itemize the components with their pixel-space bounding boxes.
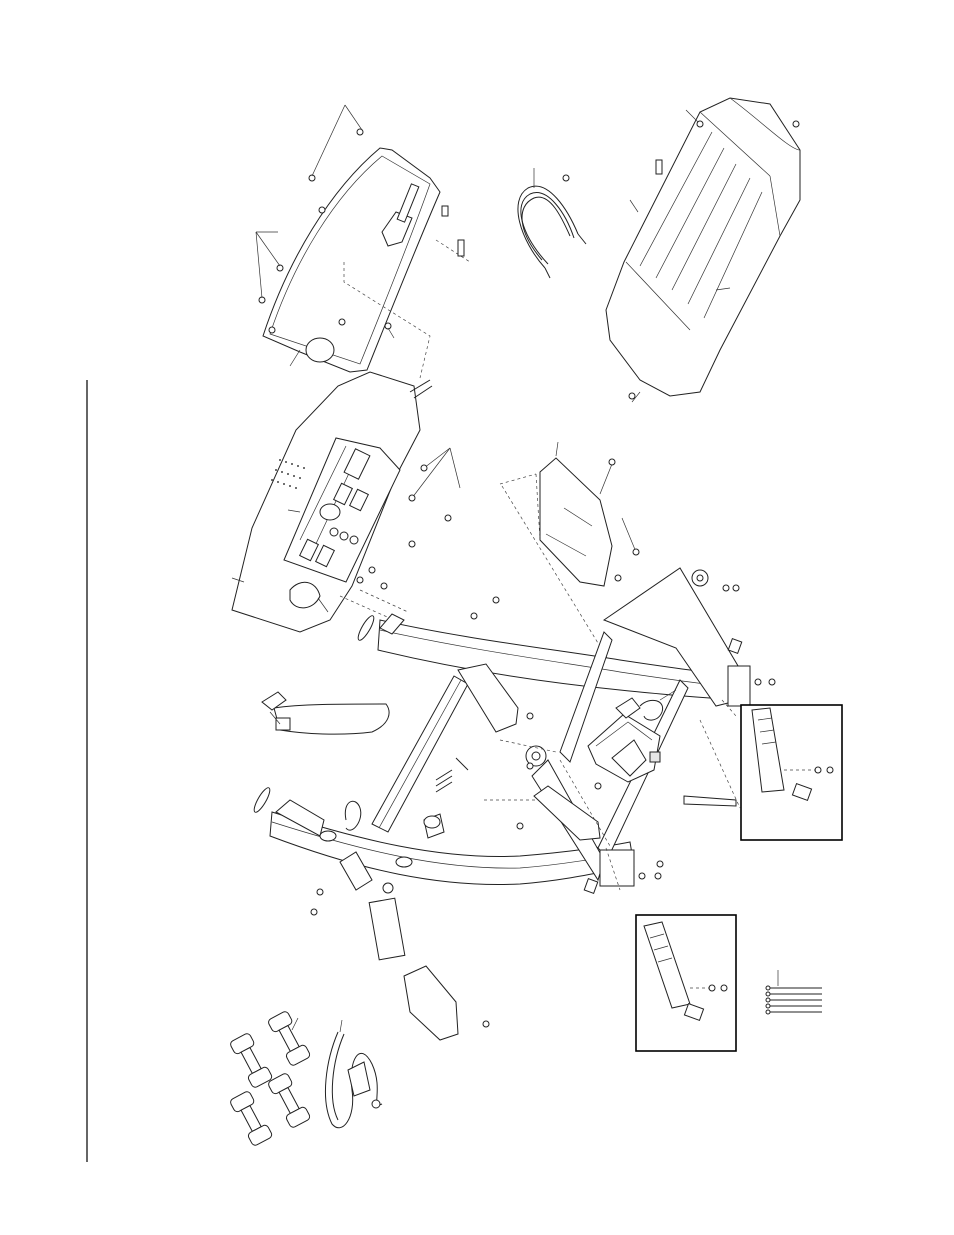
motor-shield [500,442,639,666]
motor-hood [606,98,800,402]
upper-shroud [256,105,470,378]
strap [325,1020,382,1128]
console [232,372,460,632]
dumbbells [229,1010,311,1146]
handrail-left [262,692,389,734]
cable-ties [766,970,822,1014]
extension-leg-detail-a [741,705,842,840]
extension-leg-detail-b [636,915,736,1051]
wire-harness [518,168,586,278]
